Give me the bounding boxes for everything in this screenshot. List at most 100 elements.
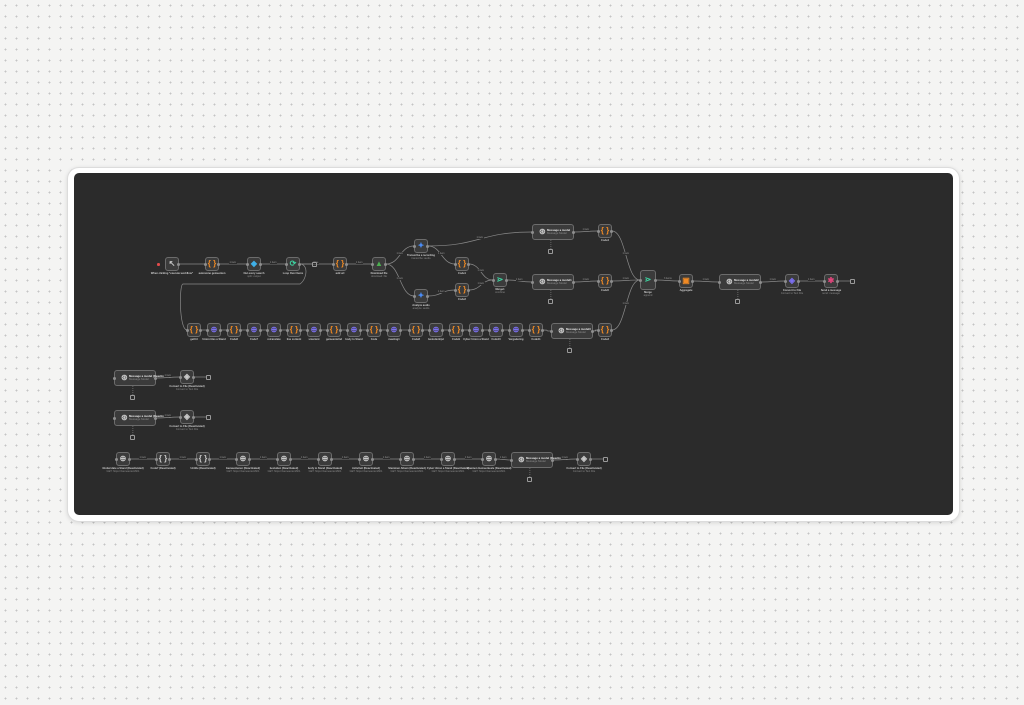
connection-wire[interactable] (573, 280, 599, 283)
output-handle[interactable] (541, 328, 544, 332)
input-handle[interactable] (155, 457, 158, 461)
output-handle[interactable] (192, 375, 195, 379)
output-handle[interactable] (371, 457, 374, 461)
workflow-node[interactable]: ⊕meeting1 (386, 323, 402, 341)
connection-wire[interactable] (155, 416, 181, 419)
workflow-node[interactable]: { }getUrl (186, 323, 202, 341)
input-handle[interactable] (492, 278, 495, 282)
input-handle[interactable] (386, 328, 389, 332)
workflow-node[interactable]: ⊕Cyber Union a Stand (Deactivated)GET: h… (427, 452, 469, 473)
input-handle[interactable] (510, 458, 513, 462)
input-handle[interactable] (399, 457, 402, 461)
connection-wire[interactable] (573, 230, 599, 233)
workflow-node[interactable]: ⊕besluiten (Deactivated)GET: https://Gem… (268, 452, 300, 473)
workflow-node[interactable]: { }Code5 (597, 274, 613, 292)
output-handle[interactable] (359, 328, 362, 332)
workflow-canvas[interactable]: ↖When clicking "execute workflow"{ }auto… (74, 173, 953, 515)
add-node-button[interactable] (206, 374, 211, 380)
output-handle[interactable] (298, 262, 301, 266)
input-handle[interactable] (531, 280, 534, 284)
input-handle[interactable] (115, 457, 118, 461)
input-handle[interactable] (413, 294, 416, 298)
workflow-node[interactable]: ⊕Code7 (246, 323, 262, 341)
workflow-node[interactable]: ◈Convert to File (Deactivated)Convert to… (169, 370, 205, 391)
output-handle[interactable] (441, 328, 444, 332)
input-handle[interactable] (454, 262, 457, 266)
workflow-node[interactable]: ⊕Activiteit (Deactivated)GET: https://Ge… (350, 452, 382, 473)
input-handle[interactable] (276, 457, 279, 461)
input-handle[interactable] (454, 288, 457, 292)
add-node-button[interactable] (206, 414, 211, 420)
workflow-node[interactable]: ⊛Message a model (Deactivated)Message Mo… (113, 370, 171, 386)
input-handle[interactable] (195, 457, 198, 461)
workflow-node[interactable]: { }Code2 (454, 283, 470, 301)
output-handle[interactable] (505, 278, 508, 282)
workflow-node[interactable]: ⊕body to Stand (345, 323, 363, 341)
workflow-node[interactable]: { }Code11 (528, 323, 544, 341)
add-node-button[interactable] (603, 456, 608, 462)
output-handle[interactable] (177, 262, 180, 266)
connection-wire[interactable] (427, 289, 456, 297)
output-handle[interactable] (421, 328, 424, 332)
input-handle[interactable] (113, 376, 116, 380)
output-handle[interactable] (501, 328, 504, 332)
output-handle[interactable] (154, 376, 157, 380)
output-handle[interactable] (551, 458, 554, 462)
connection-wire[interactable] (592, 329, 599, 332)
input-handle[interactable] (235, 457, 238, 461)
output-handle[interactable] (399, 328, 402, 332)
input-handle[interactable] (531, 230, 534, 234)
connection-wire[interactable] (611, 279, 641, 282)
workflow-node[interactable]: ⊛Message a model (Deactivated)Message Mo… (113, 410, 171, 426)
add-subnode-button[interactable] (548, 249, 554, 254)
input-handle[interactable] (186, 328, 189, 332)
workflow-node[interactable]: { }gemeentelnd (326, 323, 342, 341)
output-handle[interactable] (279, 328, 282, 332)
output-handle[interactable] (654, 278, 657, 282)
add-subnode-button[interactable] (130, 435, 136, 440)
input-handle[interactable] (597, 229, 600, 233)
output-handle[interactable] (572, 280, 575, 284)
connection-wire[interactable] (468, 279, 494, 291)
connection-wire[interactable] (552, 458, 578, 461)
input-handle[interactable] (597, 279, 600, 283)
input-handle[interactable] (597, 328, 600, 332)
input-handle[interactable] (226, 328, 229, 332)
connection-wire[interactable] (542, 329, 552, 332)
connection-wire[interactable] (760, 280, 786, 283)
input-handle[interactable] (246, 328, 249, 332)
output-handle[interactable] (319, 328, 322, 332)
input-handle[interactable] (508, 328, 511, 332)
connection-wire[interactable] (385, 263, 415, 297)
output-handle[interactable] (379, 328, 382, 332)
output-handle[interactable] (610, 279, 613, 283)
output-handle[interactable] (453, 457, 456, 461)
output-handle[interactable] (208, 457, 211, 461)
output-handle[interactable] (797, 279, 800, 283)
workflow-node[interactable]: { }Code (366, 323, 382, 341)
input-handle[interactable] (488, 328, 491, 332)
output-handle[interactable] (572, 230, 575, 234)
input-handle[interactable] (326, 328, 329, 332)
output-handle[interactable] (836, 279, 839, 283)
input-handle[interactable] (408, 328, 411, 332)
connection-wire[interactable] (611, 230, 641, 281)
input-handle[interactable] (678, 279, 681, 283)
workflow-node[interactable]: ⊕Gemeentenen (Deactivated)GET: https://G… (226, 452, 260, 473)
input-handle[interactable] (413, 244, 416, 248)
input-handle[interactable] (179, 415, 182, 419)
output-handle[interactable] (467, 288, 470, 292)
input-handle[interactable] (266, 328, 269, 332)
output-handle[interactable] (345, 262, 348, 266)
workflow-node[interactable]: { }Code8 (408, 323, 424, 341)
input-handle[interactable] (550, 329, 553, 333)
connection-wire[interactable] (155, 376, 181, 379)
output-handle[interactable] (168, 457, 171, 461)
output-handle[interactable] (199, 328, 202, 332)
workflow-node[interactable]: ⊕Global date a Stand (Deactivated)GET: h… (102, 452, 144, 473)
output-handle[interactable] (481, 328, 484, 332)
